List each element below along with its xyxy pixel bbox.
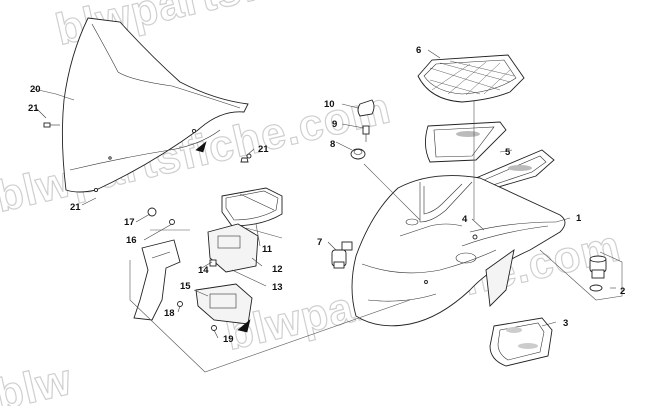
callout-7: 7 [317, 237, 322, 248]
callout-20: 20 [30, 84, 41, 95]
callout-6: 6 [416, 45, 421, 56]
leader-lines [33, 49, 623, 373]
callout-9: 9 [332, 119, 337, 130]
callout-12: 12 [272, 264, 283, 275]
callout-10: 10 [324, 99, 335, 110]
screw-18 [177, 301, 183, 307]
direction-arrow-icon [195, 141, 207, 153]
callout-8: 8 [330, 139, 335, 150]
callout-21-right: 21 [258, 144, 269, 155]
callout-2: 2 [620, 286, 625, 297]
support-arm-part-16 [133, 239, 181, 321]
hood-part-1 [351, 175, 566, 327]
direction-arrow-icon-2 [237, 319, 251, 333]
callout-11: 11 [262, 244, 273, 255]
callout-labels: 1 2 3 4 5 6 7 8 9 10 11 12 13 14 15 16 1… [28, 45, 625, 345]
callout-18: 18 [164, 308, 175, 319]
callout-13: 13 [272, 282, 283, 293]
callout-21-left: 21 [28, 103, 39, 114]
trim-plate-part-3 [489, 317, 553, 367]
light-socket-part-2 [589, 255, 607, 292]
callout-15: 15 [180, 281, 191, 292]
screw-21-left [43, 122, 51, 128]
washer-19 [211, 325, 217, 331]
callout-4: 4 [462, 214, 468, 225]
bolt-part-9 [362, 125, 370, 142]
gauge-cluster-part-11 [221, 187, 283, 227]
callout-5: 5 [505, 147, 511, 158]
bracket-part-12 [207, 223, 259, 273]
screw-21-right [240, 157, 249, 163]
callout-1: 1 [576, 213, 582, 224]
knob-part-10 [357, 99, 375, 117]
windshield-part-20 [43, 17, 249, 193]
callout-21-bottom: 21 [70, 202, 81, 213]
vent-grille-part-6 [417, 54, 525, 103]
callout-14: 14 [198, 265, 209, 276]
switch-part-7 [331, 241, 353, 269]
callout-17: 17 [124, 217, 135, 228]
callout-16: 16 [126, 235, 137, 246]
callout-19: 19 [223, 334, 234, 345]
watermark-corner: blw [0, 355, 77, 406]
callout-3: 3 [563, 318, 568, 329]
mount-bracket-part-15 [195, 283, 253, 333]
screw-14 [209, 259, 217, 267]
grommet-part-8 [350, 148, 366, 160]
